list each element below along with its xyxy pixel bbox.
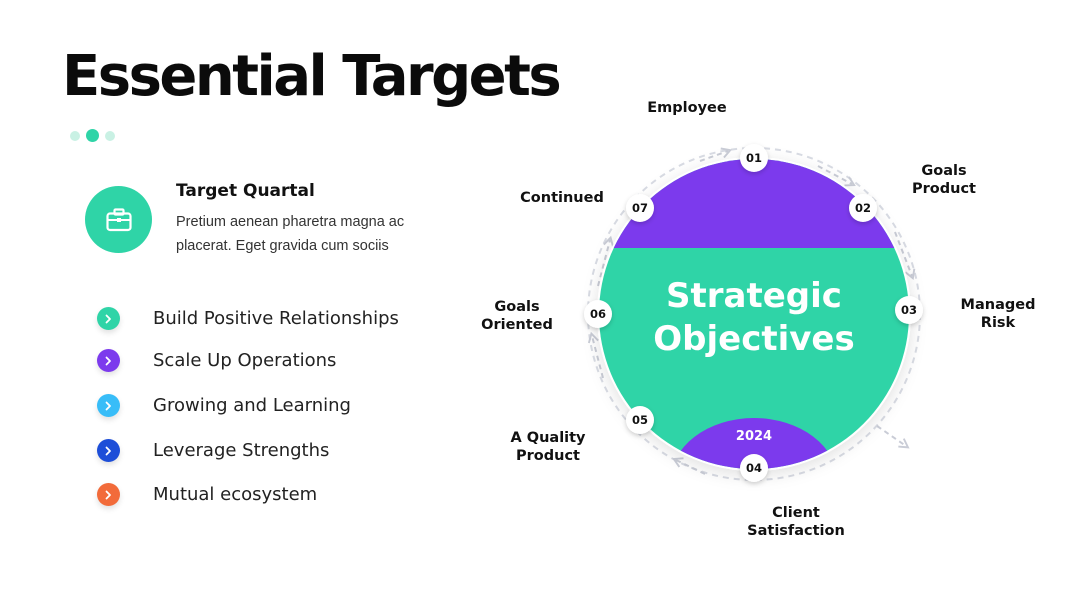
node-07: 07 (626, 194, 654, 222)
node-circle (626, 194, 654, 222)
chevron-right-icon (97, 349, 120, 372)
node-circle (584, 300, 612, 328)
orbit-arrow (597, 235, 615, 287)
list-item-label: Leverage Strengths (153, 440, 330, 461)
node-circle (740, 144, 768, 172)
pagination-dot (70, 130, 80, 141)
list-item-label: Growing and Learning (153, 395, 351, 416)
list-item: Build Positive Relationships (97, 307, 399, 330)
list-item: Mutual ecosystem (97, 483, 317, 506)
list-item-label: Mutual ecosystem (153, 484, 318, 505)
orbit-arrow (894, 231, 916, 281)
node-circle (740, 454, 768, 482)
year-label: 2024 (736, 429, 772, 444)
feature-title: Target Quartal (176, 181, 315, 201)
pagination-dots (70, 129, 115, 142)
orbit-arrow (699, 147, 733, 162)
chevron-right-icon (97, 394, 120, 417)
node-circle (849, 194, 877, 222)
orbit-arrow (817, 165, 856, 187)
pagination-dot-active (86, 129, 99, 142)
node-label: Employee (647, 100, 727, 116)
list-item: Scale Up Operations (97, 349, 336, 372)
list-item: Leverage Strengths (97, 439, 329, 462)
center-disc-bottom-band (670, 418, 838, 469)
pagination-dot (105, 130, 115, 141)
list-item: Growing and Learning (97, 394, 351, 417)
node-number: 06 (590, 307, 606, 321)
node-number: 01 (746, 151, 762, 165)
node-number: 04 (746, 461, 762, 475)
orbit-arrow (876, 425, 910, 449)
orbit-arrow (672, 457, 706, 475)
chevron-right-icon (97, 307, 120, 330)
chevron-right-icon (97, 483, 120, 506)
node-01: 01 (740, 144, 768, 172)
node-03: 03 (895, 296, 923, 324)
node-05: 05 (626, 406, 654, 434)
list-item-label: Build Positive Relationships (153, 308, 399, 329)
briefcase-icon (85, 186, 152, 253)
center-title-line1: Strategic (666, 276, 842, 316)
node-02: 02 (849, 194, 877, 222)
chevron-right-icon (97, 439, 120, 462)
node-number: 02 (855, 201, 871, 215)
page-title: Essential Targets (62, 44, 562, 109)
node-06: 06 (584, 300, 612, 328)
node-circle (626, 406, 654, 434)
feature-description: Pretium aenean pharetra magna ac placera… (176, 214, 405, 254)
node-04: 04 (740, 454, 768, 482)
orbit-arrow (587, 331, 604, 379)
node-label: Continued (520, 190, 604, 206)
center-title-line2: Objectives (653, 319, 854, 359)
node-number: 05 (632, 413, 648, 427)
node-number: 07 (632, 201, 648, 215)
diagram-nodes: 01 02 03 04 05 06 07 (584, 144, 923, 482)
list-item-label: Scale Up Operations (153, 350, 337, 371)
orbit-arrows (587, 147, 916, 475)
node-number: 03 (901, 303, 917, 317)
node-circle (895, 296, 923, 324)
